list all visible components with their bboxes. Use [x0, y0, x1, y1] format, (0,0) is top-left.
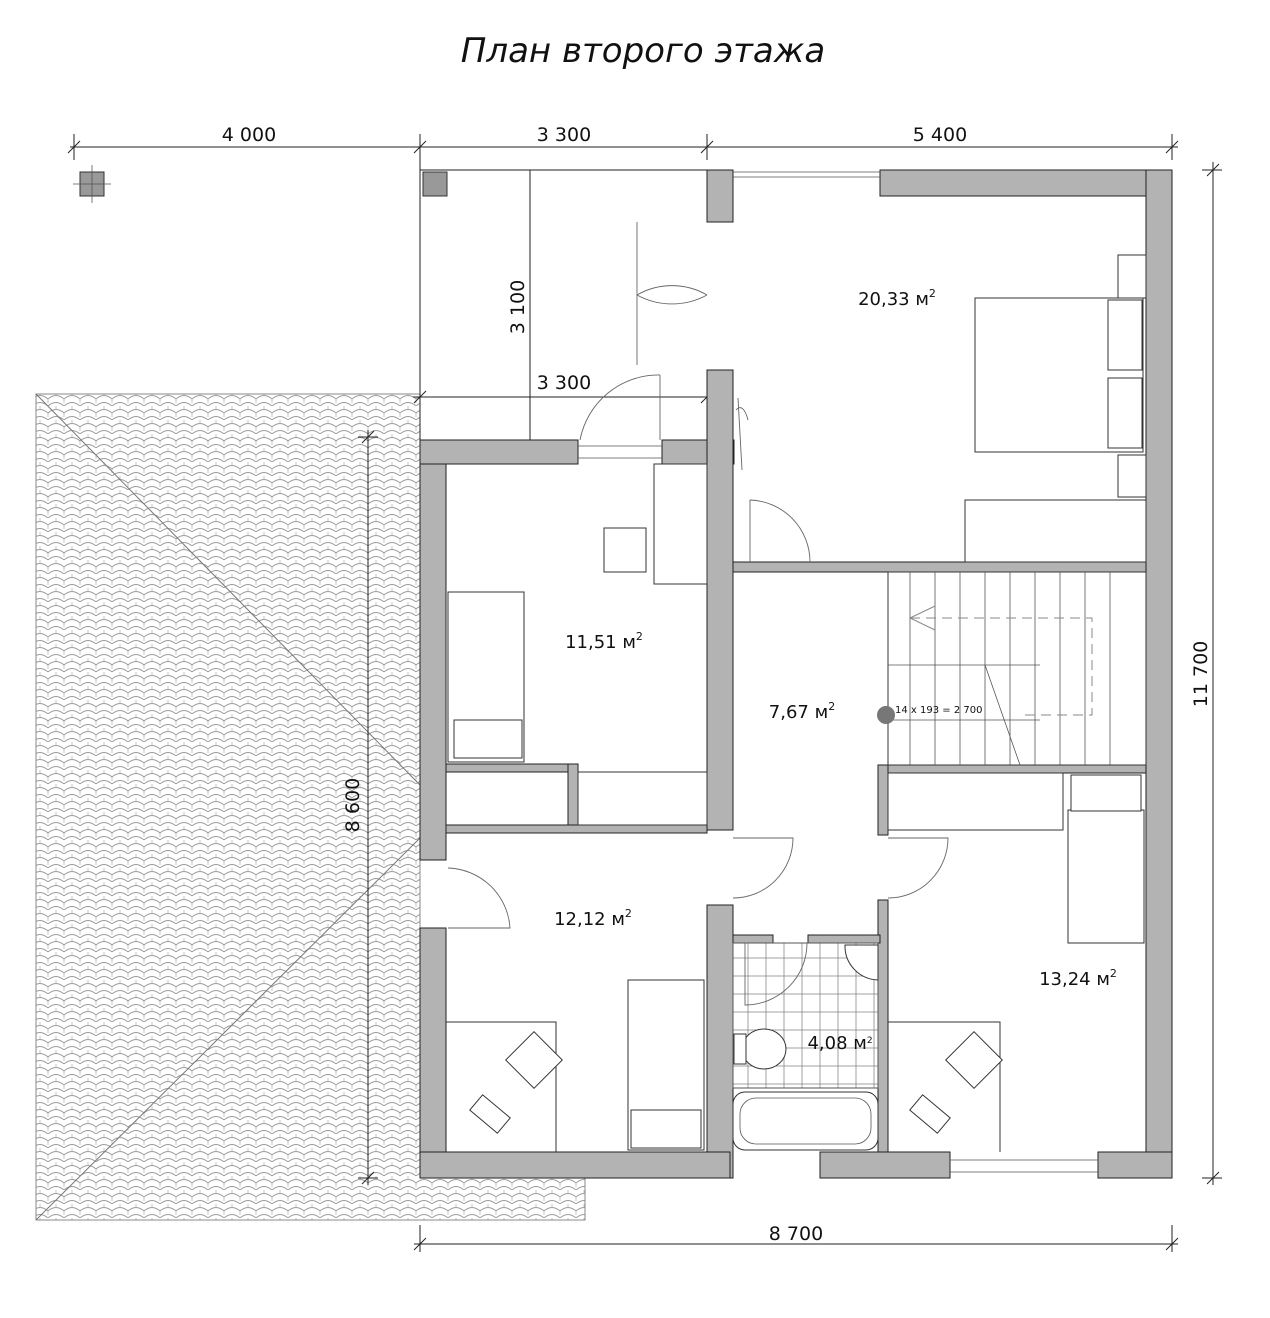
nightstand-bottom [1117, 454, 1147, 498]
dim-balcony-width: 3 300 [537, 372, 591, 394]
stair-start-marker [877, 706, 895, 724]
area-room-left-top: 11,51 м2 [565, 630, 643, 653]
windows [578, 171, 1098, 1173]
room-left-top: 11,51 м2 [447, 463, 708, 826]
bathroom: 4,08 м2 [732, 942, 879, 1151]
dim-top-right: 5 400 [913, 124, 967, 146]
dim-bottom-width: 8 700 [769, 1223, 823, 1245]
plan-title: План второго этажа [461, 31, 825, 71]
room-right-bottom: 13,24 м2 [887, 772, 1145, 1152]
stair-note: 14 x 193 = 2 700 [895, 705, 982, 716]
bathtub [732, 1091, 879, 1151]
wardrobe [964, 499, 1147, 563]
dim-top-left: 4 000 [222, 124, 276, 146]
room-left-bottom: 12,12 м2 [446, 867, 705, 1152]
sink [844, 944, 879, 981]
area-room-right-bottom: 13,24 м2 [1039, 967, 1117, 990]
area-bathroom: 4,08 м2 [807, 1033, 872, 1054]
staircase [887, 571, 1147, 766]
computer-left-bottom [469, 1094, 511, 1134]
balcony: 3 300 3 100 [413, 160, 714, 440]
wardrobe-left-top [653, 463, 708, 585]
room-bedroom-main: 20,33 м2 [735, 254, 1147, 563]
area-bedroom-main: 20,33 м2 [858, 287, 936, 310]
single-bed-right-bottom [1067, 809, 1145, 944]
chair-right-bottom [945, 1031, 1003, 1089]
area-hall: 7,67 м2 [769, 700, 835, 723]
wardrobe-right-bottom [887, 772, 1064, 831]
area-room-left-bottom: 12,12 м2 [554, 907, 632, 930]
top-dimension-line: 4 000 3 300 5 400 [67, 124, 1179, 160]
post-right [422, 171, 448, 197]
computer-right-bottom [909, 1094, 951, 1134]
balcony-doors [579, 222, 708, 441]
toilet [741, 1028, 787, 1070]
nightstand-top [1117, 254, 1147, 299]
walls [419, 169, 1173, 1179]
dim-top-mid: 3 300 [537, 124, 591, 146]
roof-length-dimension: 8 600 [342, 430, 378, 1185]
dim-overall-height: 11 700 [1190, 641, 1212, 707]
chair-left-bottom [505, 1031, 563, 1089]
bottom-dimension: 8 700 [413, 1223, 1179, 1252]
overall-height-dimension: 11 700 [1190, 162, 1222, 1185]
dim-roof-length: 8 600 [342, 778, 364, 832]
dim-balcony-depth: 3 100 [507, 280, 529, 334]
chair-left-top [603, 527, 647, 573]
roof-tiles [35, 393, 586, 1221]
hall: 14 x 193 = 2 700 7,67 м2 [732, 571, 1147, 899]
